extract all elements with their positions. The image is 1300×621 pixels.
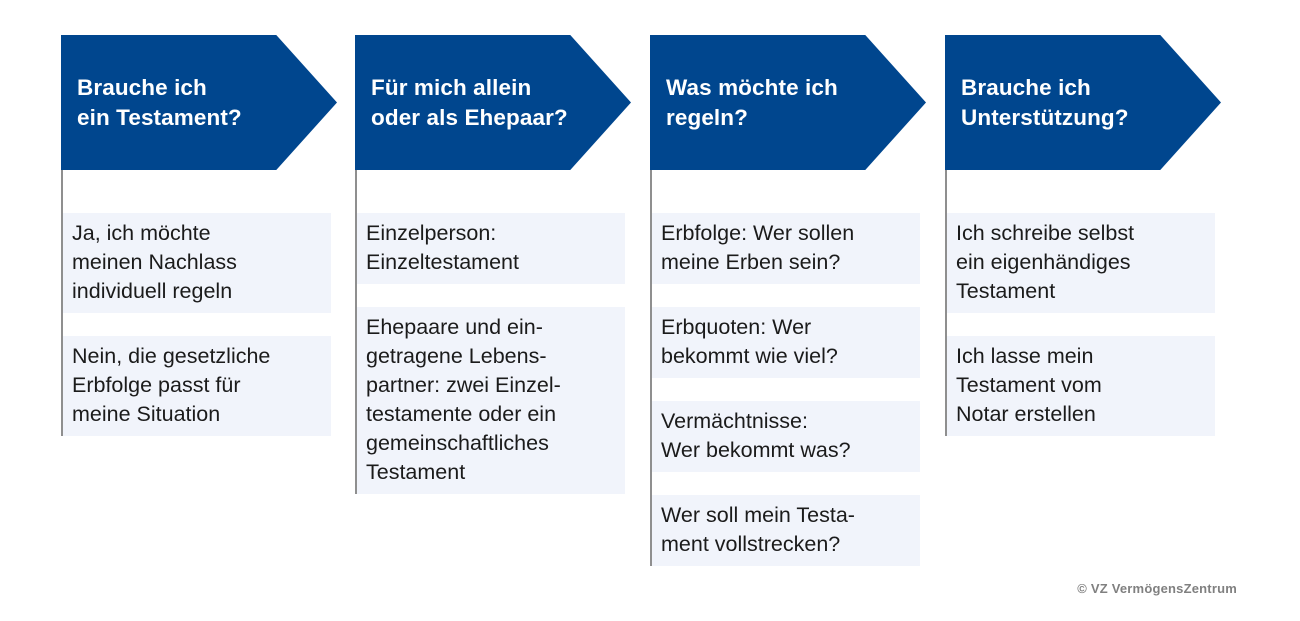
connector-line bbox=[355, 170, 357, 494]
option-box: Ja, ich möchte meinen Nachlass individue… bbox=[62, 213, 331, 313]
step-column-3: Was möchte ich regeln? Erbfolge: Wer sol… bbox=[650, 35, 926, 566]
step-arrow-1: Brauche ich ein Testament? bbox=[61, 35, 337, 170]
option-box: Erbquoten: Wer bekommt wie viel? bbox=[651, 307, 920, 378]
option-box: Ehepaare und ein- getragene Lebens- part… bbox=[356, 307, 625, 494]
step-column-1: Brauche ich ein Testament? Ja, ich möcht… bbox=[61, 35, 337, 436]
step-arrow-3: Was möchte ich regeln? bbox=[650, 35, 926, 170]
step-arrow-2: Für mich allein oder als Ehepaar? bbox=[355, 35, 631, 170]
option-box: Erbfolge: Wer sollen meine Erben sein? bbox=[651, 213, 920, 284]
step-question-3: Was möchte ich regeln? bbox=[666, 74, 838, 130]
option-box: Nein, die gesetzliche Erbfolge passt für… bbox=[62, 336, 331, 436]
option-box: Einzelperson: Einzeltestament bbox=[356, 213, 625, 284]
option-box: Vermächtnisse: Wer bekommt was? bbox=[651, 401, 920, 472]
option-box: Ich schreibe selbst ein eigenhändiges Te… bbox=[946, 213, 1215, 313]
connector-line bbox=[945, 170, 947, 436]
step-arrow-4: Brauche ich Unterstützung? bbox=[945, 35, 1221, 170]
step-body-3: Erbfolge: Wer sollen meine Erben sein? E… bbox=[650, 170, 926, 566]
step-question-1: Brauche ich ein Testament? bbox=[77, 74, 242, 130]
connector-line bbox=[61, 170, 63, 436]
step-question-2: Für mich allein oder als Ehepaar? bbox=[371, 74, 568, 130]
step-column-4: Brauche ich Unterstützung? Ich schreibe … bbox=[945, 35, 1221, 436]
step-body-2: Einzelperson: Einzeltestament Ehepaare u… bbox=[355, 170, 631, 494]
step-body-4: Ich schreibe selbst ein eigenhändiges Te… bbox=[945, 170, 1221, 436]
step-body-1: Ja, ich möchte meinen Nachlass individue… bbox=[61, 170, 337, 436]
option-box: Ich lasse mein Testament vom Notar erste… bbox=[946, 336, 1215, 436]
step-column-2: Für mich allein oder als Ehepaar? Einzel… bbox=[355, 35, 631, 494]
option-box: Wer soll mein Testa- ment vollstrecken? bbox=[651, 495, 920, 566]
copyright-notice: © VZ VermögensZentrum bbox=[1077, 581, 1237, 596]
connector-line bbox=[650, 170, 652, 566]
step-question-4: Brauche ich Unterstützung? bbox=[961, 74, 1129, 130]
